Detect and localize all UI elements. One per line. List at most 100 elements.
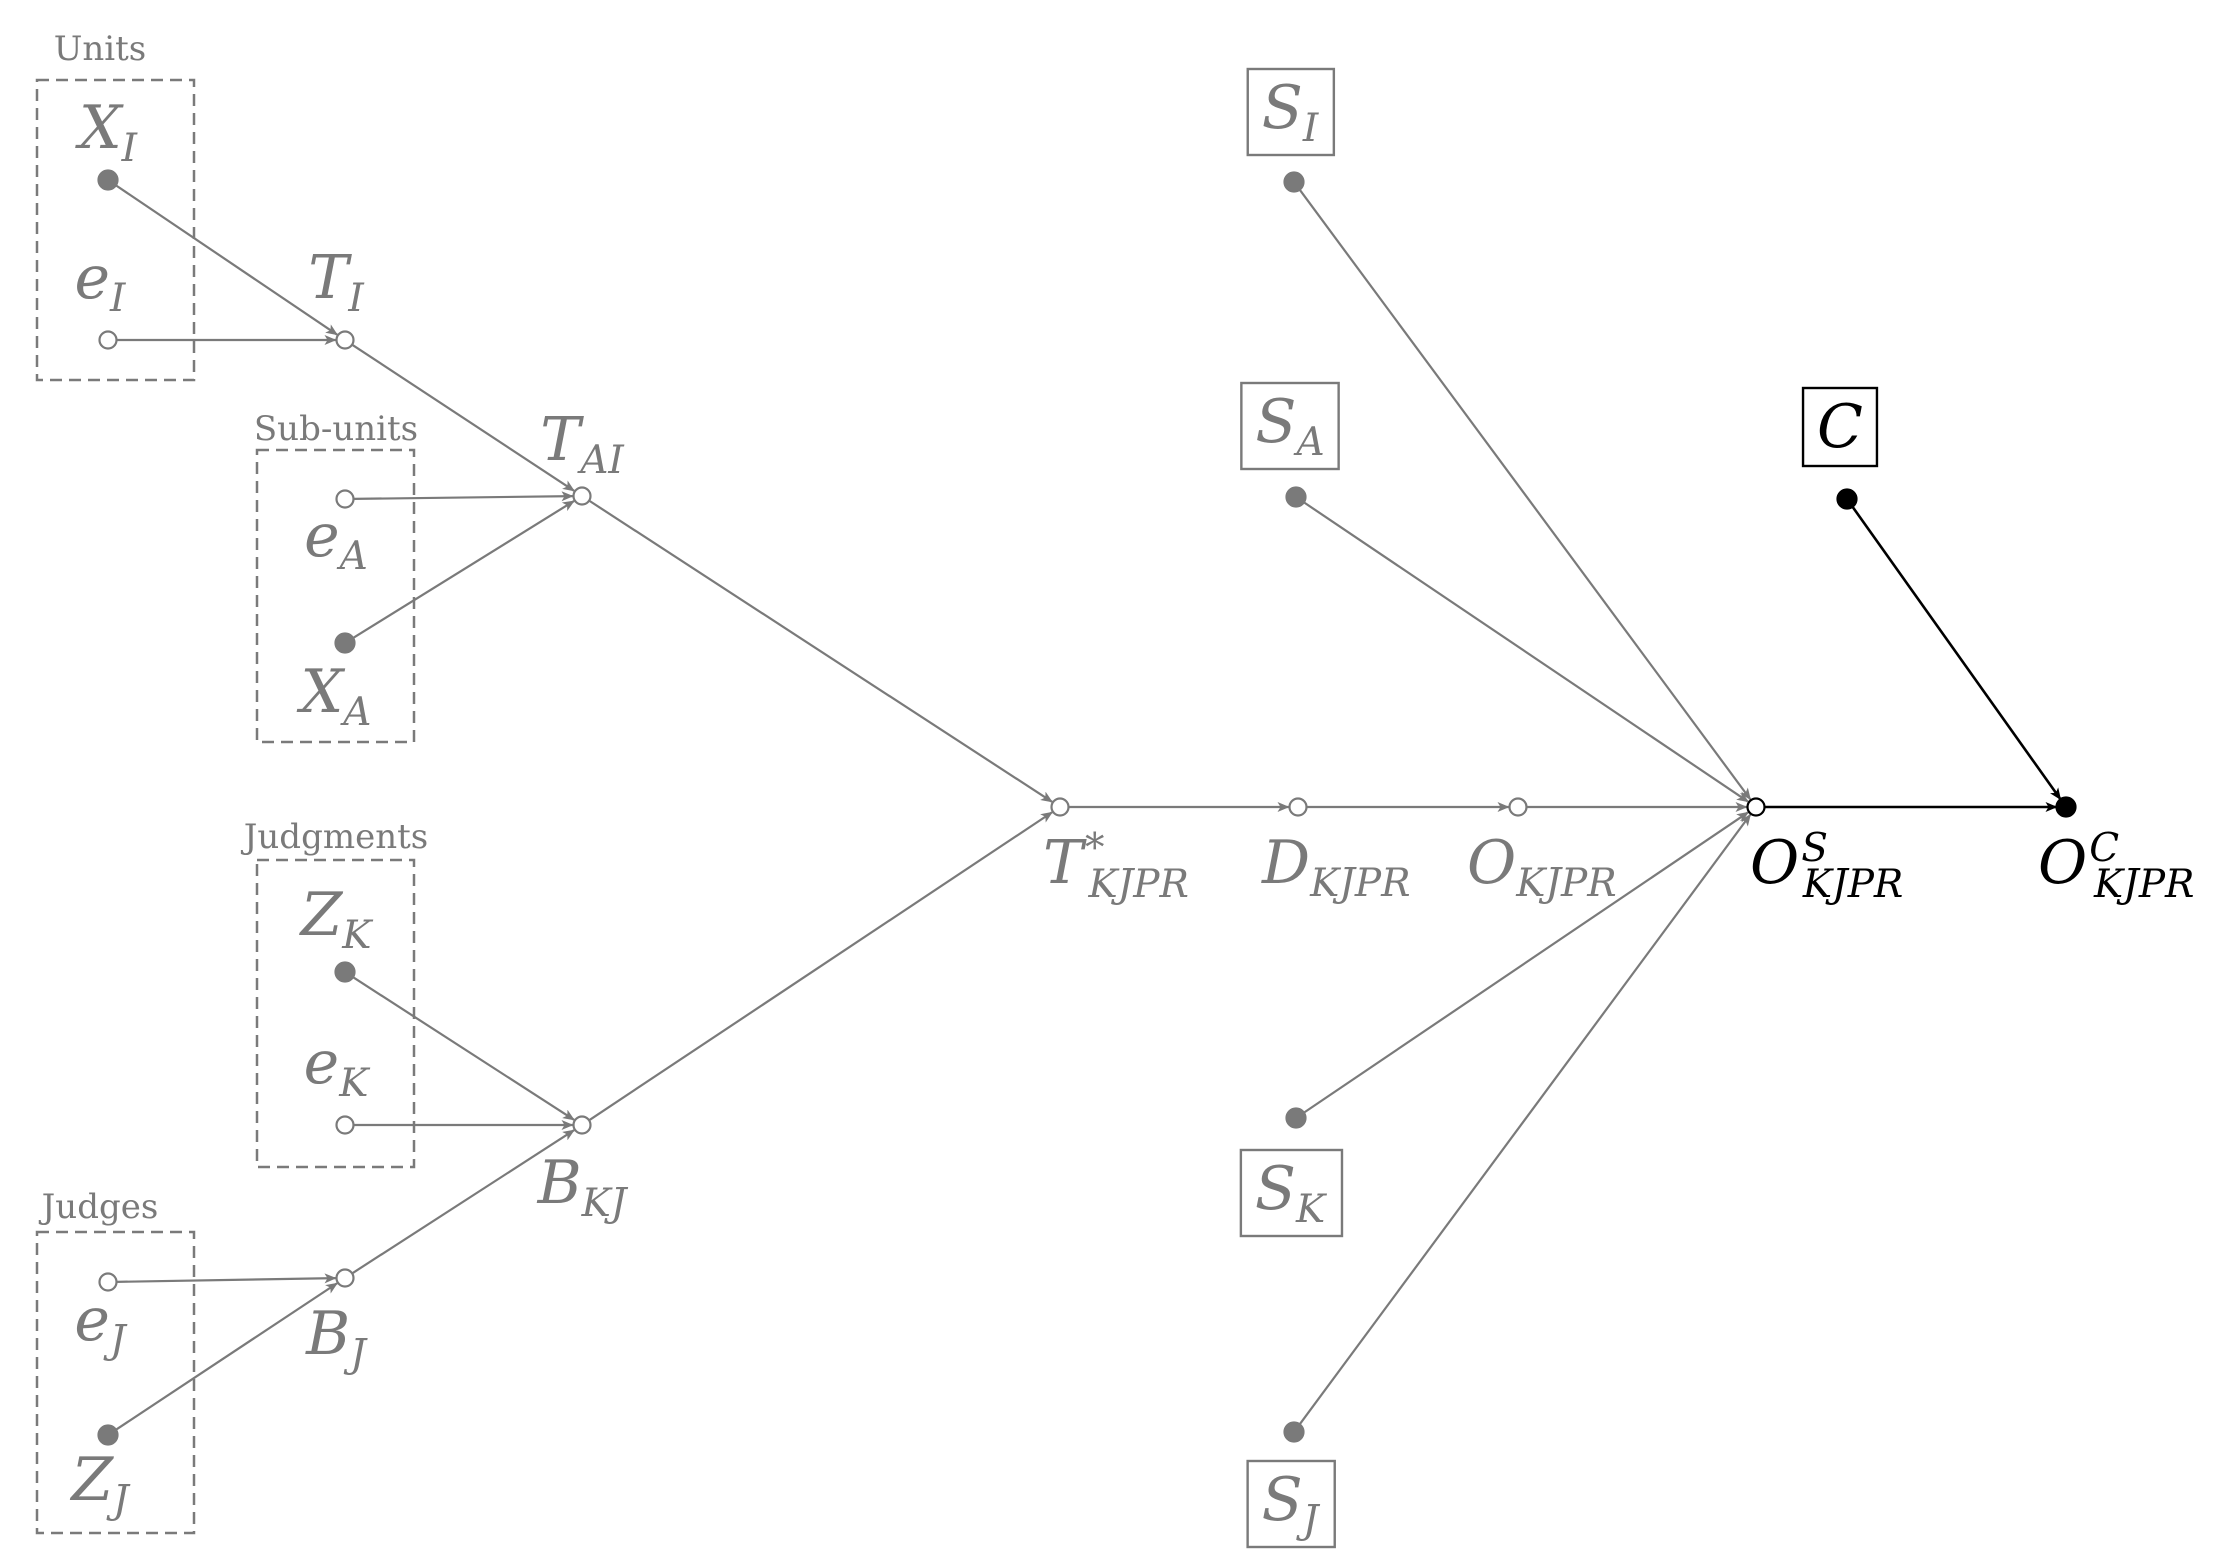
node-label-X_A: XA [297,657,372,735]
group-units: Units [35,29,196,382]
node-C: C [1801,386,1879,510]
node-box-S_J [1246,1459,1336,1549]
edge-S_I-to-O_S [1298,188,1752,801]
node-label-e_I: eI [75,243,128,321]
node-point-X_I [97,169,119,191]
node-label-X_I: XI [75,93,139,171]
edge-T_I-to-T_AI [351,343,575,492]
group-subunits: Sub-units [254,409,418,744]
node-S_J: SJ [1246,1421,1336,1549]
node-box-S_I [1246,67,1336,157]
node-label-e_J: eJ [74,1285,128,1363]
node-B_J: BJ [305,1268,368,1377]
node-point-O_S [1746,797,1766,817]
node-O: OKJPR [1467,797,1617,906]
edge-S_J-to-O_S [1298,813,1752,1426]
node-label-B_KJ: BKJ [537,1148,629,1226]
node-point-T_I [335,330,355,350]
node-point-O_C [2055,796,2077,818]
node-S_I: SI [1246,67,1336,193]
node-point-e_J [98,1272,118,1292]
subunits-label: Sub-units [254,409,418,449]
node-point-e_K [335,1115,355,1135]
node-label-S_I: SI [1262,73,1320,151]
node-point-D [1288,797,1308,817]
node-point-X_A [334,632,356,654]
node-label-S_J: SJ [1262,1465,1321,1543]
node-S_A: SA [1240,381,1340,508]
node-X_I: XI [75,93,139,191]
node-X_A: XA [297,632,372,735]
node-e_I: eI [75,243,128,350]
node-Z_J: ZJ [69,1424,131,1523]
node-point-Z_K [334,961,356,983]
edge-Z_K-to-B_KJ [351,975,575,1121]
node-point-e_I [98,330,118,350]
node-T_star: T*KJPR [1043,797,1189,907]
node-box-S_K [1239,1148,1344,1238]
node-S_K: SK [1239,1107,1344,1238]
judgments-box [255,858,416,1169]
group-judges: Judges [35,1187,196,1535]
edge-e_J-to-B_J [116,1273,337,1284]
node-box-S_A [1240,381,1340,471]
edges [114,183,2062,1432]
node-B_KJ: BKJ [537,1115,629,1226]
node-label-Z_J: ZJ [69,1445,131,1523]
node-point-Z_J [97,1424,119,1446]
node-T_AI: TAI [540,405,625,506]
node-point-C [1836,488,1858,510]
node-label-B_J: BJ [305,1299,368,1377]
node-label-e_K: eK [304,1028,372,1106]
subunits-box [255,448,416,744]
edge-e_A-to-T_AI [353,491,574,502]
judges-label: Judges [39,1187,159,1227]
edge-X_A-to-T_AI [351,500,575,640]
node-box-C [1801,386,1879,468]
node-D: DKJPR [1261,797,1411,906]
edge-T_AI-to-T_star [588,499,1053,803]
node-point-T_star [1050,797,1070,817]
node-point-O [1508,797,1528,817]
edge-Z_J-to-B_J [114,1282,338,1432]
node-point-S_J [1283,1421,1305,1443]
judges-box [35,1230,196,1535]
node-label-S_K: SK [1255,1154,1328,1232]
units-box [35,78,196,382]
node-label-O: OKJPR [1467,828,1617,906]
node-point-S_K [1285,1107,1307,1129]
node-point-B_KJ [572,1115,592,1135]
node-point-S_I [1283,171,1305,193]
node-e_A: eA [304,489,368,579]
edge-B_KJ-to-T_star [588,811,1053,1122]
node-e_K: eK [304,1028,372,1135]
node-e_J: eJ [74,1272,128,1363]
node-label-D: DKJPR [1261,828,1411,906]
node-label-S_A: SA [1255,387,1324,465]
edge-C-to-O_C [1850,505,2062,801]
node-Z_K: ZK [299,880,375,983]
node-label-T_AI: TAI [540,405,625,483]
node-label-Z_K: ZK [299,880,375,958]
node-label-C: C [1817,392,1863,462]
node-T_I: TI [308,243,365,350]
group-judgments: Judgments [241,817,428,1169]
units-label: Units [54,29,147,69]
edge-S_A-to-O_S [1302,500,1749,803]
node-label-T_star: T*KJPR [1043,826,1189,907]
edge-X_I-to-T_I [114,183,338,336]
node-point-e_A [335,489,355,509]
edge-S_K-to-O_S [1302,811,1749,1115]
edge-B_J-to-B_KJ [351,1129,575,1275]
node-point-T_AI [572,486,592,506]
node-point-S_A [1285,486,1307,508]
node-label-T_I: TI [308,243,365,321]
node-point-B_J [335,1268,355,1288]
node-label-e_A: eA [304,501,368,579]
nodes: XI eI TI eA XA TAI ZK eK BKJ eJ ZJ BJ T*KJPR DKJPR OKJ… [69,67,2194,1549]
